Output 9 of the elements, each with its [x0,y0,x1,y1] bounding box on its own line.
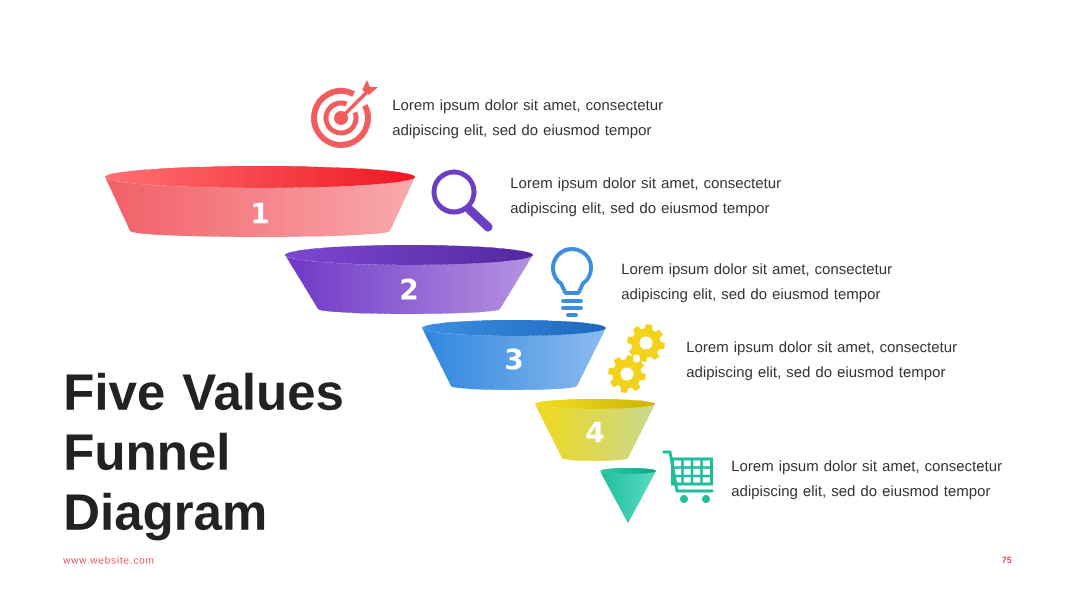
title: Five Values Funnel Diagram [66,372,342,541]
page-number: 75 [1002,556,1012,564]
funnel-tip [600,468,656,523]
footer-text: www.website.com [63,556,154,564]
segment-number: 4 [586,421,604,443]
segment-number: 2 [401,278,417,300]
segment-number: 1 [253,202,268,224]
segment-number: 3 [506,348,522,370]
description-text: Lorem ipsum dolor sit amet, consectetur adipiscing elit, sed do eiusmod tempor [731,460,1002,500]
